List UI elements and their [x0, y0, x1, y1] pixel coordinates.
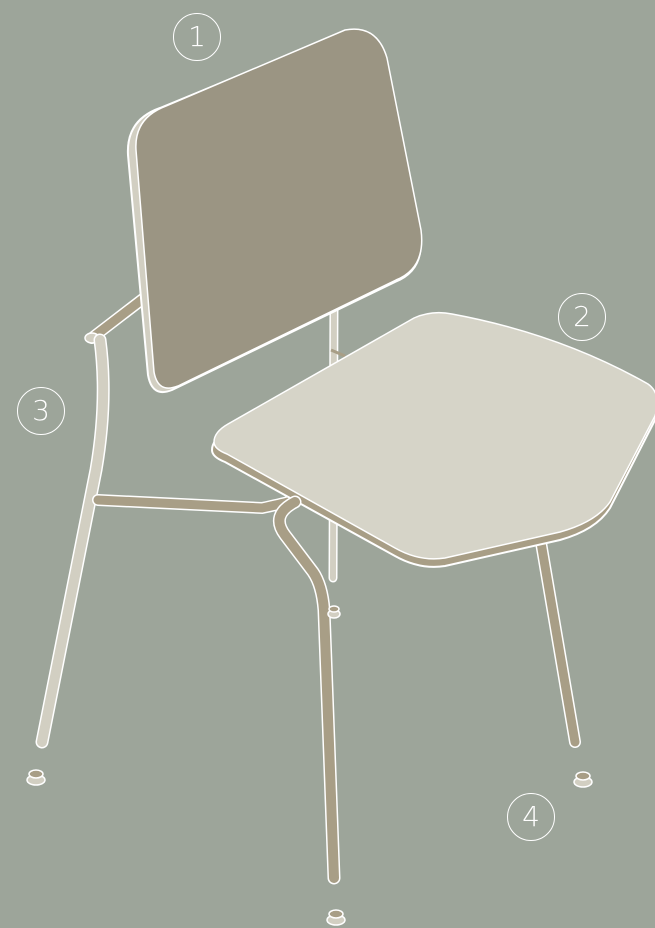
- backrest: [128, 29, 422, 392]
- glides: [27, 606, 592, 925]
- glide: [327, 910, 345, 925]
- glide: [27, 770, 45, 785]
- front-left-leg: [279, 502, 334, 878]
- callout-seat: 2: [558, 293, 606, 341]
- callout-frame: 3: [17, 387, 65, 435]
- callout-backrest: 1: [173, 13, 221, 61]
- front-right-leg: [538, 525, 575, 742]
- glide: [574, 772, 592, 787]
- callout-glides: 4: [507, 793, 555, 841]
- back-support-tube: [85, 295, 148, 343]
- cross-brace: [98, 498, 298, 508]
- glide: [328, 606, 340, 618]
